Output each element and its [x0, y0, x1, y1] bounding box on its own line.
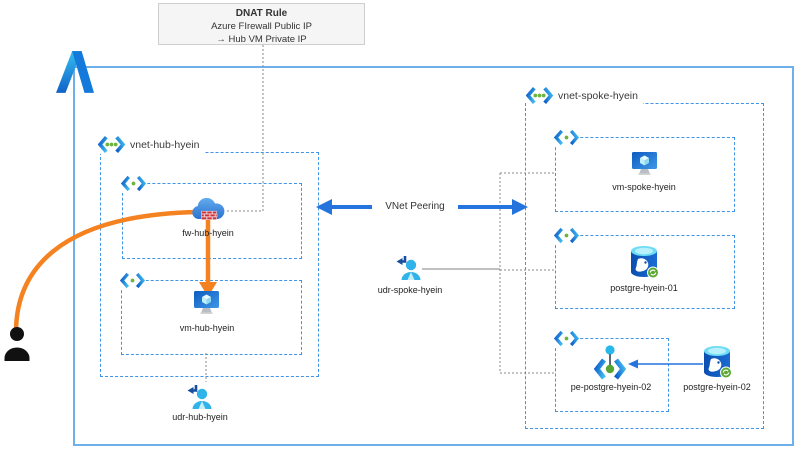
pe-label: pe-postgre-hyein-02: [570, 382, 652, 392]
spoke-pe-subnet-box: [555, 338, 669, 412]
hub-udr-label: udr-hub-hyein: [172, 412, 228, 422]
subnet-icon: [120, 174, 147, 193]
postgres1-label: postgre-hyein-01: [610, 283, 678, 293]
firewall-icon: [190, 196, 226, 223]
dnat-rule-title: DNAT Rule: [235, 8, 288, 19]
spoke-vm-label: vm-spoke-hyein: [612, 182, 676, 192]
subnet-icon: [119, 271, 146, 290]
spoke-udr-label: udr-spoke-hyein: [377, 285, 443, 295]
dnat-rule-note: DNAT Rule Azure FIrewall Public IP → Hub…: [158, 3, 365, 45]
vm-icon: [631, 150, 658, 177]
subnet-icon: [553, 226, 580, 245]
subnet-icon: [553, 128, 580, 147]
hub-vnet-header: vnet-hub-hyein: [98, 135, 205, 154]
vnet-icon: [526, 86, 553, 105]
dnat-rule-line2: → Hub VM Private IP: [216, 34, 307, 45]
postgresql-icon: [702, 345, 732, 379]
hub-vm-label: vm-hub-hyein: [179, 323, 235, 333]
spoke-vnet-header: vnet-spoke-hyein: [526, 86, 643, 105]
postgresql-icon: [629, 245, 659, 279]
spoke-postgres1-subnet-box: [555, 235, 735, 309]
hub-vnet-label: vnet-hub-hyein: [130, 138, 200, 151]
user-icon: [2, 326, 32, 362]
vnet-peering-label: VNet Peering: [385, 201, 445, 212]
udr-icon: [395, 254, 422, 281]
vm-icon: [193, 289, 220, 316]
vnet-icon: [98, 135, 125, 154]
postgres2-label: postgre-hyein-02: [683, 382, 751, 392]
firewall-label: fw-hub-hyein: [182, 228, 234, 238]
dnat-rule-line1: Azure FIrewall Public IP: [211, 21, 312, 32]
spoke-vnet-label: vnet-spoke-hyein: [558, 89, 638, 102]
udr-icon: [186, 383, 213, 410]
azure-logo-icon: [56, 50, 94, 94]
subnet-icon: [553, 329, 580, 348]
private-endpoint-icon: [594, 345, 626, 381]
spoke-vm-subnet-box: [555, 137, 735, 212]
